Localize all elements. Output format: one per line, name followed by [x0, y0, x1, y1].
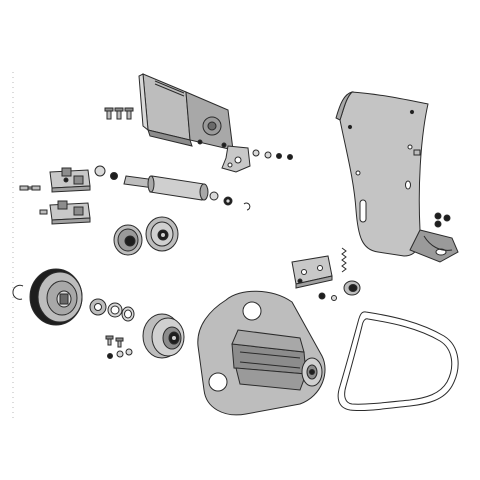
hub-screws-icon [105, 335, 133, 359]
small-nuts-top-icon [252, 149, 293, 160]
shaft-clip-icon [243, 202, 251, 211]
tension-spring-icon [341, 247, 347, 273]
idler-pulley-icon [343, 280, 361, 296]
small-pulley-pair-icon [113, 216, 179, 256]
hub-pulley-icon [142, 313, 185, 359]
small-bracket-icon [221, 145, 251, 173]
bearing-block-upper-icon [49, 167, 91, 193]
hopper-plate-icon [138, 73, 234, 151]
plate-screws-icon [104, 107, 134, 120]
large-pulley-icon [29, 268, 83, 326]
bearing-block-lower-icon [49, 200, 91, 225]
washers-icon [89, 298, 135, 322]
roller-shaft-icon [94, 165, 233, 206]
shroud-nuts-icon [434, 212, 451, 228]
motor-mount-plate-icon [197, 290, 326, 416]
block-bolts-icon [19, 185, 48, 215]
drive-belt-icon [337, 311, 459, 411]
retaining-clip-icon [12, 284, 24, 300]
tensioner-bracket-icon [291, 255, 337, 301]
cover-shroud-icon [335, 91, 459, 263]
